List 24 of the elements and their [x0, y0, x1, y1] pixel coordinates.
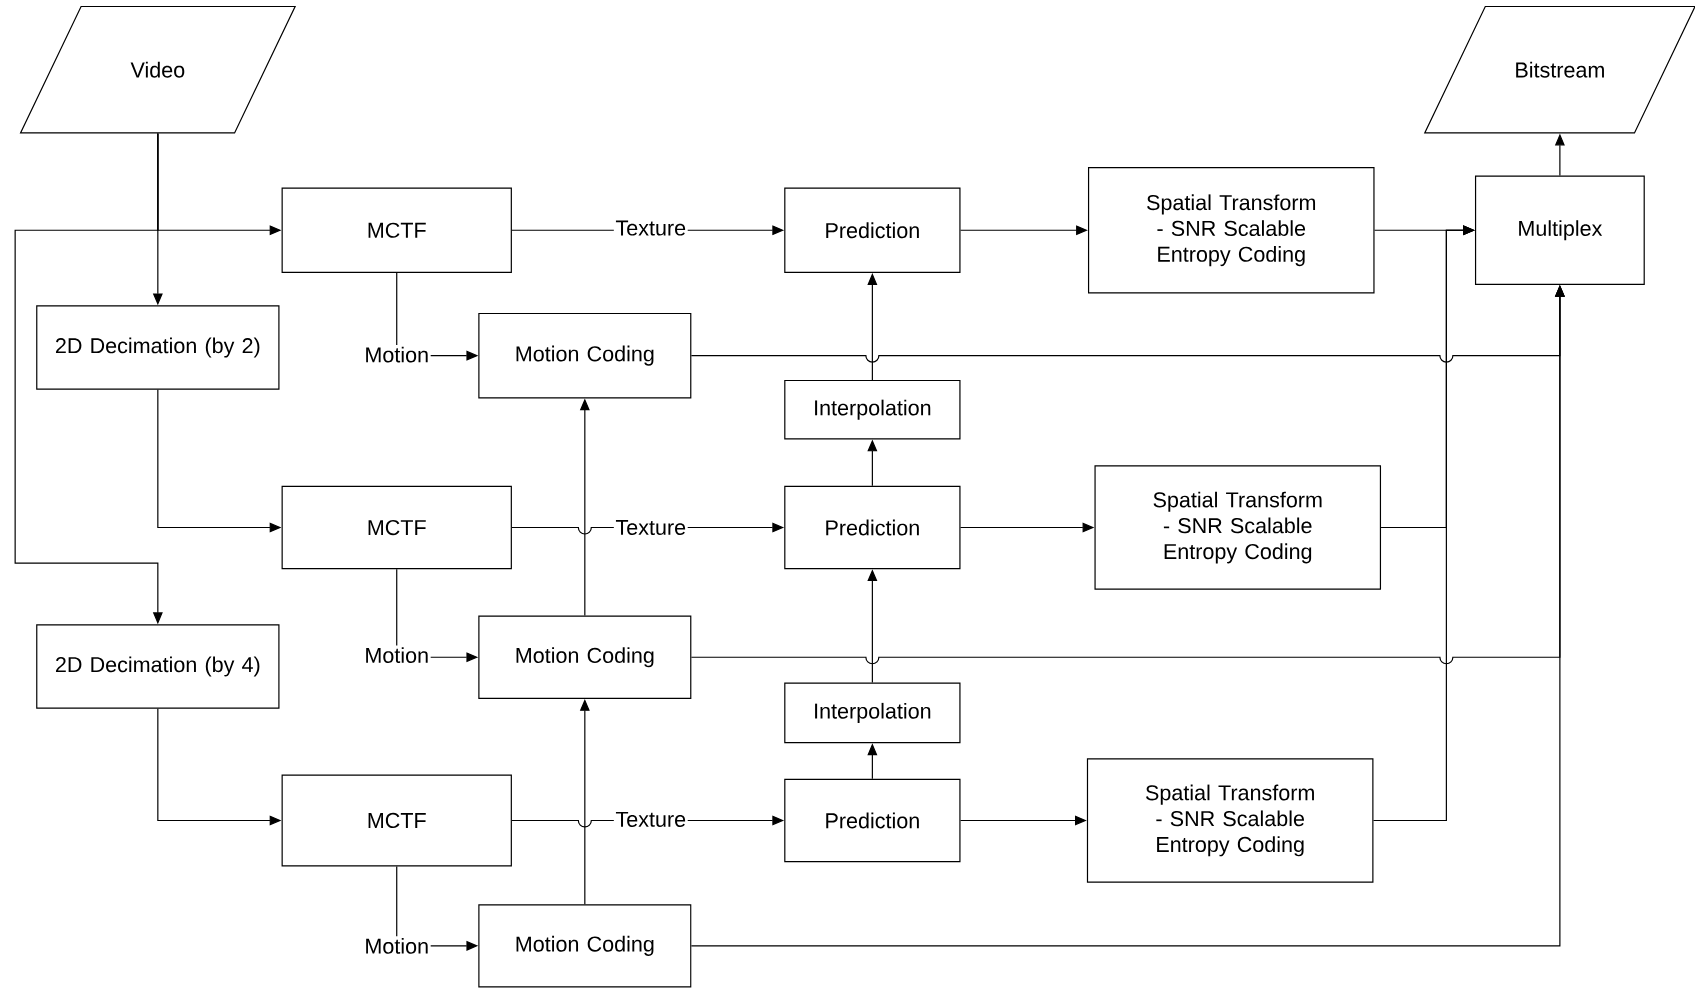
process-box: Spatial Transform - SNR Scalable Entropy Coding: [1086, 758, 1374, 883]
process-box: MCTF: [281, 774, 512, 867]
process-box: Spatial Transform - SNR Scalable Entropy Coding: [1087, 166, 1375, 294]
process-box: Motion Coding: [478, 312, 692, 399]
process-box: 2D Decimation (by 2): [36, 305, 280, 390]
process-box: Prediction: [784, 187, 961, 273]
process-box: Motion Coding: [478, 904, 692, 988]
process-box: MCTF: [281, 485, 512, 570]
process-box: Interpolation: [784, 682, 961, 744]
edge-label: Texture: [613, 218, 688, 238]
edge-label: Texture: [613, 518, 688, 537]
process-box: Prediction: [784, 485, 961, 570]
process-box: Spatial Transform - SNR Scalable Entropy Coding: [1094, 465, 1382, 590]
edge-label: Motion: [362, 345, 431, 365]
edge-label: Motion: [362, 936, 431, 956]
edge-label: Texture: [613, 810, 688, 829]
process-box: Multiplex: [1474, 175, 1645, 285]
process-box: Interpolation: [784, 379, 961, 440]
process-box: Prediction: [784, 778, 961, 863]
process-box: Motion Coding: [478, 615, 692, 699]
edge-label: Motion: [362, 645, 431, 665]
io-parallelogram: Video: [19, 5, 297, 134]
process-box: 2D Decimation (by 4): [36, 624, 280, 709]
process-box: MCTF: [281, 187, 512, 273]
